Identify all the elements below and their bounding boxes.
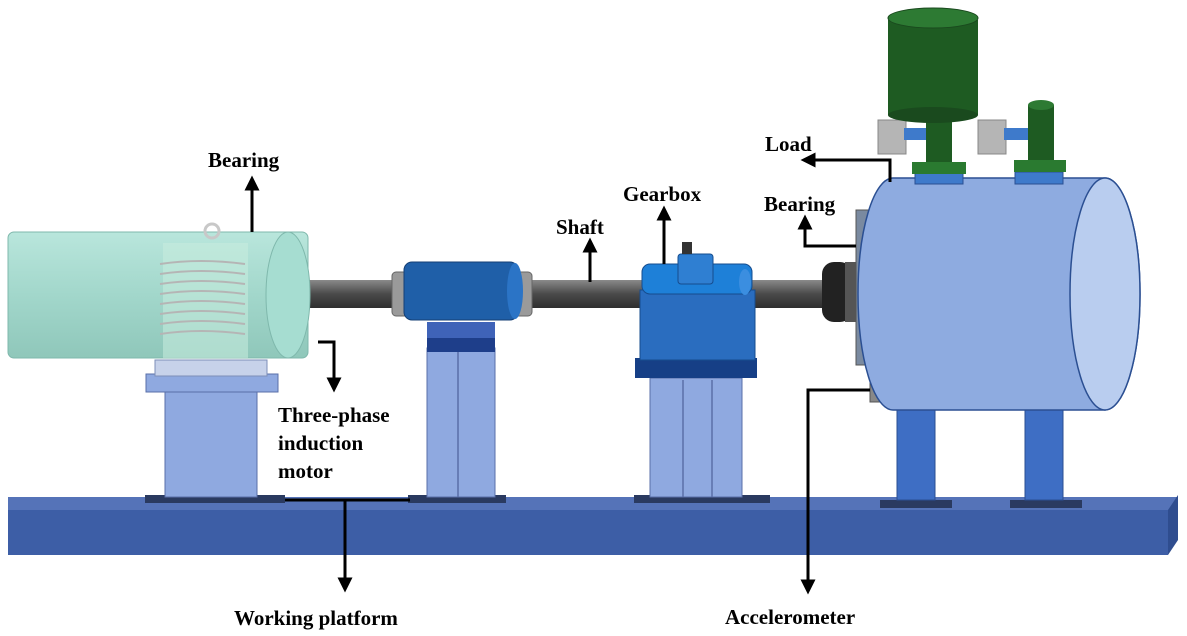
- label-bearing-motor: Bearing: [208, 148, 280, 172]
- induction-motor: [7, 222, 311, 359]
- arrow-motor: [318, 340, 342, 393]
- load-drum: [857, 177, 1141, 411]
- label-working-platform: Working platform: [234, 606, 398, 630]
- shaft-coupling: [391, 261, 533, 321]
- load-top-motor: [877, 7, 1066, 185]
- label-motor-line1: Three-phase: [278, 403, 390, 427]
- load-supports: [896, 394, 1064, 501]
- working-platform: [8, 495, 1178, 555]
- label-load: Load: [765, 132, 812, 156]
- motor-support: [145, 359, 279, 498]
- label-gearbox: Gearbox: [623, 182, 702, 206]
- label-motor-line3: motor: [278, 459, 333, 483]
- label-accelerometer: Accelerometer: [725, 605, 856, 629]
- arrow-load: [800, 152, 892, 182]
- line-accelerometer: [800, 388, 870, 595]
- label-bearing-load: Bearing: [764, 192, 836, 216]
- shaft: [300, 280, 860, 308]
- label-motor-line2: induction: [278, 431, 364, 455]
- label-shaft: Shaft: [556, 215, 604, 239]
- leader-lines: [244, 152, 892, 595]
- arrow-bearing-load: [797, 214, 856, 248]
- gearbox: [635, 242, 757, 498]
- coupling-support: [426, 322, 496, 498]
